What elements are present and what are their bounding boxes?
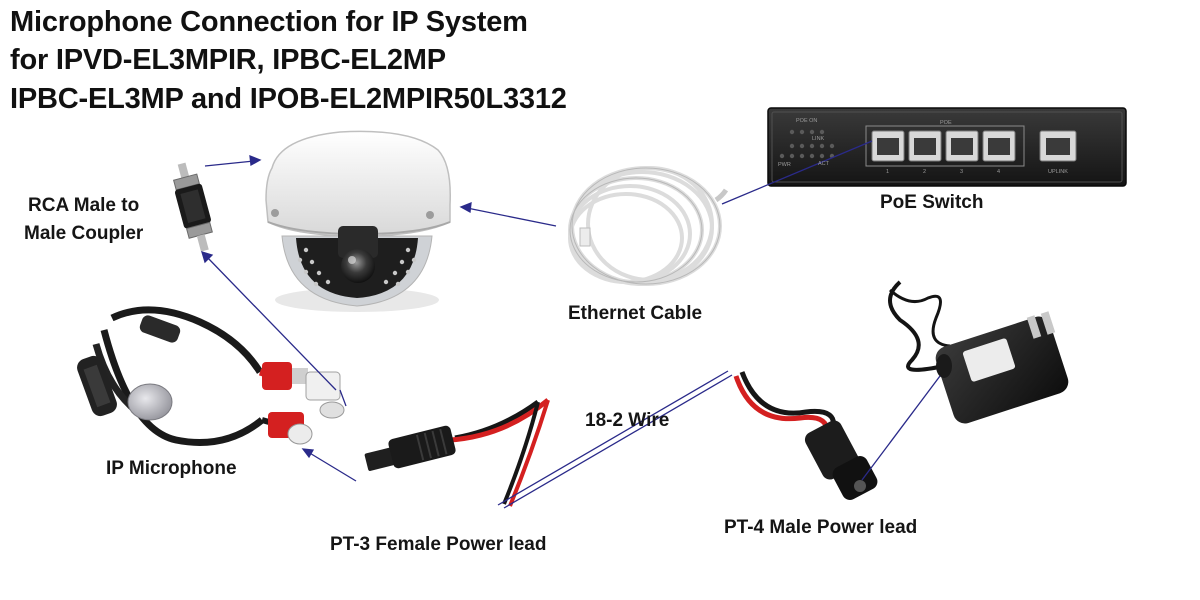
coupler-label-line-2: Male Coupler — [24, 223, 144, 244]
pt3-power-lead-label: PT-3 Female Power lead — [330, 534, 547, 555]
rca-coupler-icon — [172, 162, 213, 252]
power-adapter-icon — [888, 280, 1069, 424]
title-line-2: for IPVD-EL3MPIR, IPBC-EL2MP — [10, 44, 446, 76]
ethernet-cable-label: Ethernet Cable — [568, 303, 703, 324]
ethernet-cable-icon — [568, 166, 729, 286]
poe-switch-icon — [767, 107, 1127, 187]
connection-arrows — [201, 140, 941, 509]
title-line-3: IPBC-EL3MP and IPOB-EL2MPIR50L3312 — [10, 83, 567, 115]
pt4-power-lead-label: PT-4 Male Power lead — [724, 517, 918, 538]
poe-switch-label: PoE Switch — [880, 192, 984, 213]
pt4-power-lead-icon — [733, 371, 878, 500]
coupler-label-line-1: RCA Male to — [28, 195, 140, 216]
pt3-power-lead-icon — [364, 398, 550, 507]
title-line-1: Microphone Connection for IP System — [10, 6, 528, 38]
ip-microphone-icon — [77, 306, 345, 446]
wire-label: 18-2 Wire — [585, 410, 670, 431]
ip-microphone-label: IP Microphone — [106, 458, 237, 479]
dome-camera-icon — [265, 130, 451, 312]
